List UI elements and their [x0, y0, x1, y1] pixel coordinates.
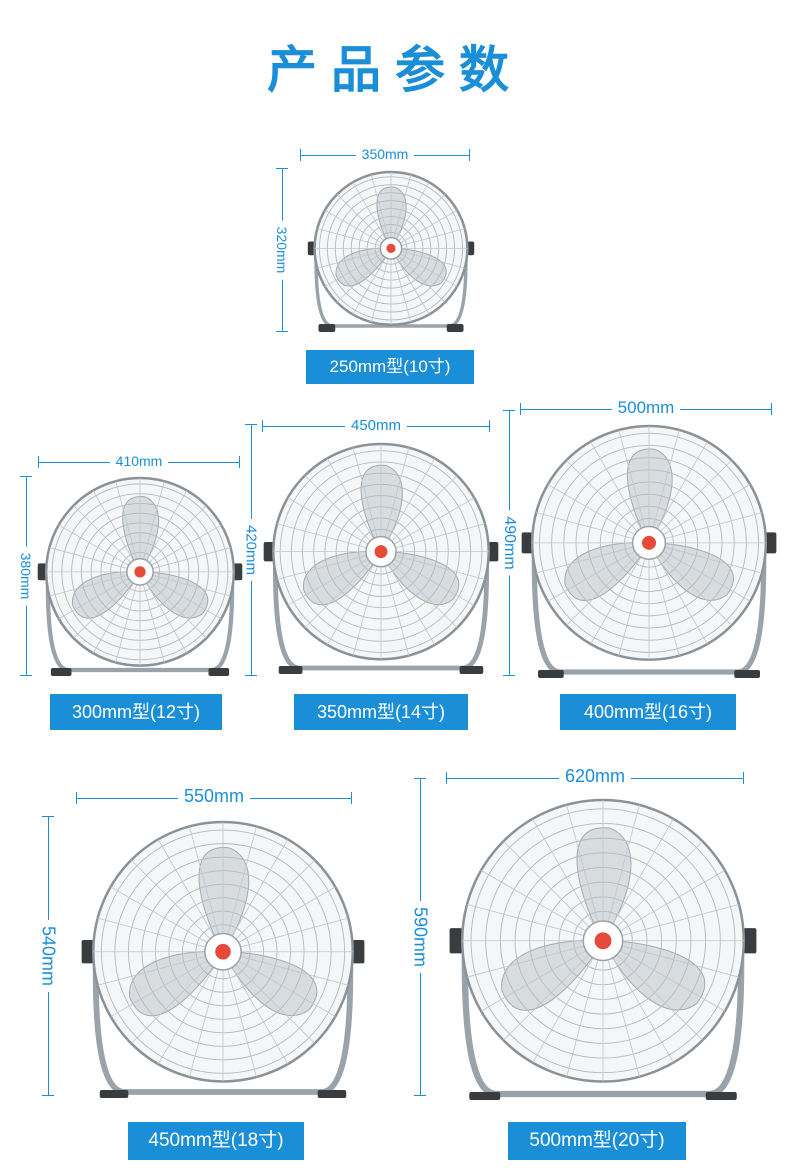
height-value: 590mm [409, 900, 431, 974]
width-dimension: 450mm [262, 416, 490, 436]
model-label: 300mm型(12寸) [50, 694, 222, 730]
width-dimension: 350mm [300, 146, 470, 164]
width-dimension: 410mm [38, 453, 240, 471]
width-dimension: 500mm [520, 398, 772, 420]
fan-drawing [263, 442, 499, 674]
fan-drawing [307, 170, 475, 332]
height-dimension: 420mm [240, 424, 262, 676]
model-label: 450mm型(18寸) [128, 1122, 304, 1160]
height-dimension: 490mm [498, 410, 520, 676]
fan-drawing [449, 798, 757, 1100]
width-value: 620mm [558, 766, 632, 787]
page-title: 产品参数 [267, 41, 523, 99]
width-dimension: 620mm [446, 766, 744, 790]
height-value: 540mm [37, 919, 59, 993]
width-value: 500mm [611, 398, 681, 418]
model-label: 350mm型(14寸) [294, 694, 468, 730]
width-value: 550mm [177, 786, 251, 807]
height-dimension: 380mm [16, 476, 36, 676]
fan-drawing [81, 820, 365, 1098]
model-label: 250mm型(10寸) [306, 350, 474, 384]
height-dimension: 540mm [36, 816, 60, 1096]
fan-drawing [37, 476, 243, 676]
fan-image [37, 474, 243, 678]
fan-image [80, 818, 366, 1100]
model-label: 400mm型(16寸) [560, 694, 736, 730]
width-dimension: 550mm [76, 786, 352, 810]
height-value: 420mm [242, 518, 260, 582]
height-value: 380mm [18, 546, 34, 606]
fan-image [306, 168, 476, 334]
height-value: 490mm [500, 510, 518, 576]
height-dimension: 320mm [272, 168, 292, 332]
fan-image [446, 796, 760, 1102]
width-value: 410mm [109, 453, 169, 469]
fan-drawing [521, 424, 777, 678]
fan-image [521, 422, 777, 680]
width-value: 350mm [355, 146, 415, 162]
fan-image [263, 440, 499, 676]
height-value: 320mm [274, 220, 290, 280]
width-value: 450mm [344, 417, 408, 434]
height-dimension: 590mm [408, 778, 432, 1096]
model-label: 500mm型(20寸) [508, 1122, 686, 1160]
